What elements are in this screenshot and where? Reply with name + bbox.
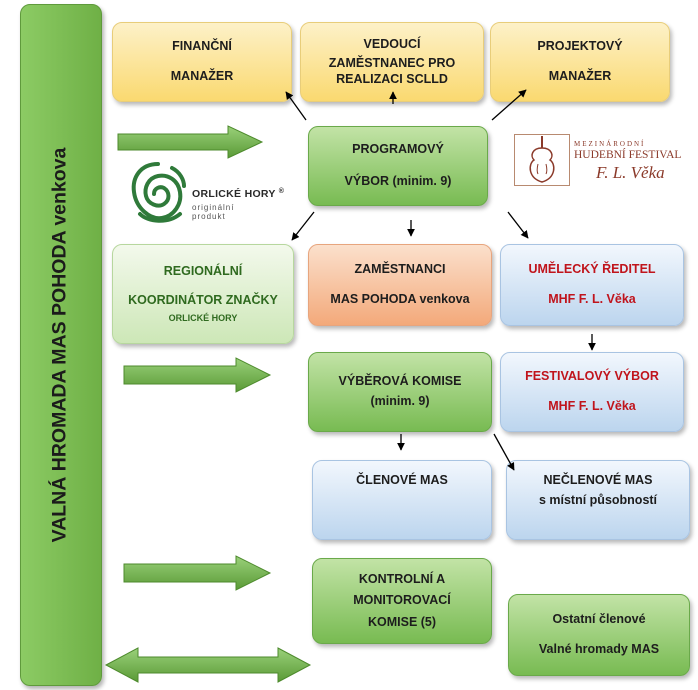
festival-line3: F. L. Věka	[596, 163, 665, 182]
other-members-line1: Ostatní členové	[552, 612, 646, 627]
non-members-line2: s místní působností	[538, 492, 658, 507]
project-manager-line1: PROJEKTOVÝ	[537, 39, 623, 54]
arrow-to-project-manager	[491, 89, 527, 121]
festival-line2: HUDEBNÍ FESTIVAL	[574, 149, 682, 161]
employees-line2: MAS POHODA venkova	[330, 292, 470, 306]
lead-employee-line2: ZAMĚSTNANEC PRO	[328, 56, 456, 71]
regional-coordinator-box: REGIONÁLNÍ KOORDINÁTOR ZNAČKY ORLICKÉ HO…	[112, 244, 294, 344]
lead-employee-line3: REALIZACI SCLLD	[336, 71, 448, 86]
lead-employee-line1: VEDOUCÍ	[363, 36, 421, 51]
employees-box: ZAMĚSTNANCI MAS POHODA venkova	[308, 244, 492, 326]
festival-committee-line1: FESTIVALOVÝ VÝBOR	[525, 369, 659, 384]
general-assembly-bar	[20, 4, 102, 686]
project-manager-line2: MANAŽER	[548, 69, 612, 83]
green-arrow-3	[123, 555, 272, 591]
artistic-director-box: UMĚLECKÝ ŘEDITEL MHF F. L. Věka	[500, 244, 684, 326]
orlicke-hory-sub2: produkt	[192, 212, 226, 221]
orlicke-hory-mark: ®	[278, 188, 285, 195]
employees-line1: ZAMĚSTNANCI	[354, 262, 446, 277]
orlicke-hory-name: ORLICKÉ HORY	[192, 188, 276, 200]
non-members-line1: NEČLENOVÉ MAS	[543, 473, 653, 487]
project-manager-box: PROJEKTOVÝ MANAŽER	[490, 22, 670, 102]
festival-logo: MEZINÁRODNÍ HUDEBNÍ FESTIVAL F. L. Věka	[512, 132, 692, 192]
mas-members-line1: ČLENOVÉ MAS	[356, 473, 448, 487]
control-commission-line2: MONITOROVACÍ	[353, 593, 451, 608]
regional-coordinator-line2: KOORDINÁTOR ZNAČKY	[128, 293, 278, 308]
non-members-box: NEČLENOVÉ MAS s místní působností	[506, 460, 690, 540]
financial-manager-line2: MANAŽER	[170, 69, 234, 83]
regional-coordinator-line3: ORLICKÉ HORY	[168, 313, 238, 323]
financial-manager-line1: FINANČNÍ	[172, 39, 232, 54]
green-arrow-2	[123, 357, 272, 393]
control-commission-line3: KOMISE (5)	[367, 614, 437, 629]
green-arrow-1	[117, 125, 264, 159]
festival-committee-line2: MHF F. L. Věka	[548, 399, 636, 413]
selection-committee-box: VÝBĚROVÁ KOMISE (minim. 9)	[308, 352, 492, 432]
festival-logo-frame	[514, 134, 570, 186]
other-members-box: Ostatní členové Valné hromady MAS	[508, 594, 690, 676]
program-committee-line2: VÝBOR (minim. 9)	[344, 174, 452, 188]
artistic-director-line1: UMĚLECKÝ ŘEDITEL	[528, 262, 656, 277]
arrow-to-artistic-director	[507, 211, 529, 239]
arrow-to-financial-manager	[285, 91, 307, 121]
control-commission-line1: KONTROLNÍ A	[358, 571, 446, 586]
program-committee-box: PROGRAMOVÝ VÝBOR (minim. 9)	[308, 126, 488, 206]
festival-committee-box: FESTIVALOVÝ VÝBOR MHF F. L. Věka	[500, 352, 684, 432]
lead-employee-box: VEDOUCÍ ZAMĚSTNANEC PRO REALIZACI SCLLD	[300, 22, 484, 102]
other-members-line2: Valné hromady MAS	[538, 642, 660, 656]
arrow-to-non-members	[493, 433, 515, 471]
orlicke-hory-logo: ORLICKÉ HORY ® originální produkt	[128, 160, 288, 230]
orlicke-hory-sub1: originální	[192, 203, 235, 212]
orlicke-hory-emblem-icon	[131, 162, 186, 223]
control-commission-box: KONTROLNÍ A MONITOROVACÍ KOMISE (5)	[312, 558, 492, 644]
violin-icon	[529, 136, 555, 183]
selection-committee-line2: (minim. 9)	[370, 394, 430, 408]
artistic-director-line2: MHF F. L. Věka	[548, 292, 636, 306]
mas-members-box: ČLENOVÉ MAS	[312, 460, 492, 540]
program-committee-line1: PROGRAMOVÝ	[352, 142, 444, 157]
green-double-arrow	[104, 647, 312, 683]
festival-line1: MEZINÁRODNÍ	[574, 140, 646, 148]
selection-committee-line1: VÝBĚROVÁ KOMISE	[338, 374, 462, 389]
financial-manager-box: FINANČNÍ MANAŽER	[112, 22, 292, 102]
arrow-to-regional-coordinator	[291, 211, 315, 241]
regional-coordinator-line1: REGIONÁLNÍ	[163, 263, 243, 278]
